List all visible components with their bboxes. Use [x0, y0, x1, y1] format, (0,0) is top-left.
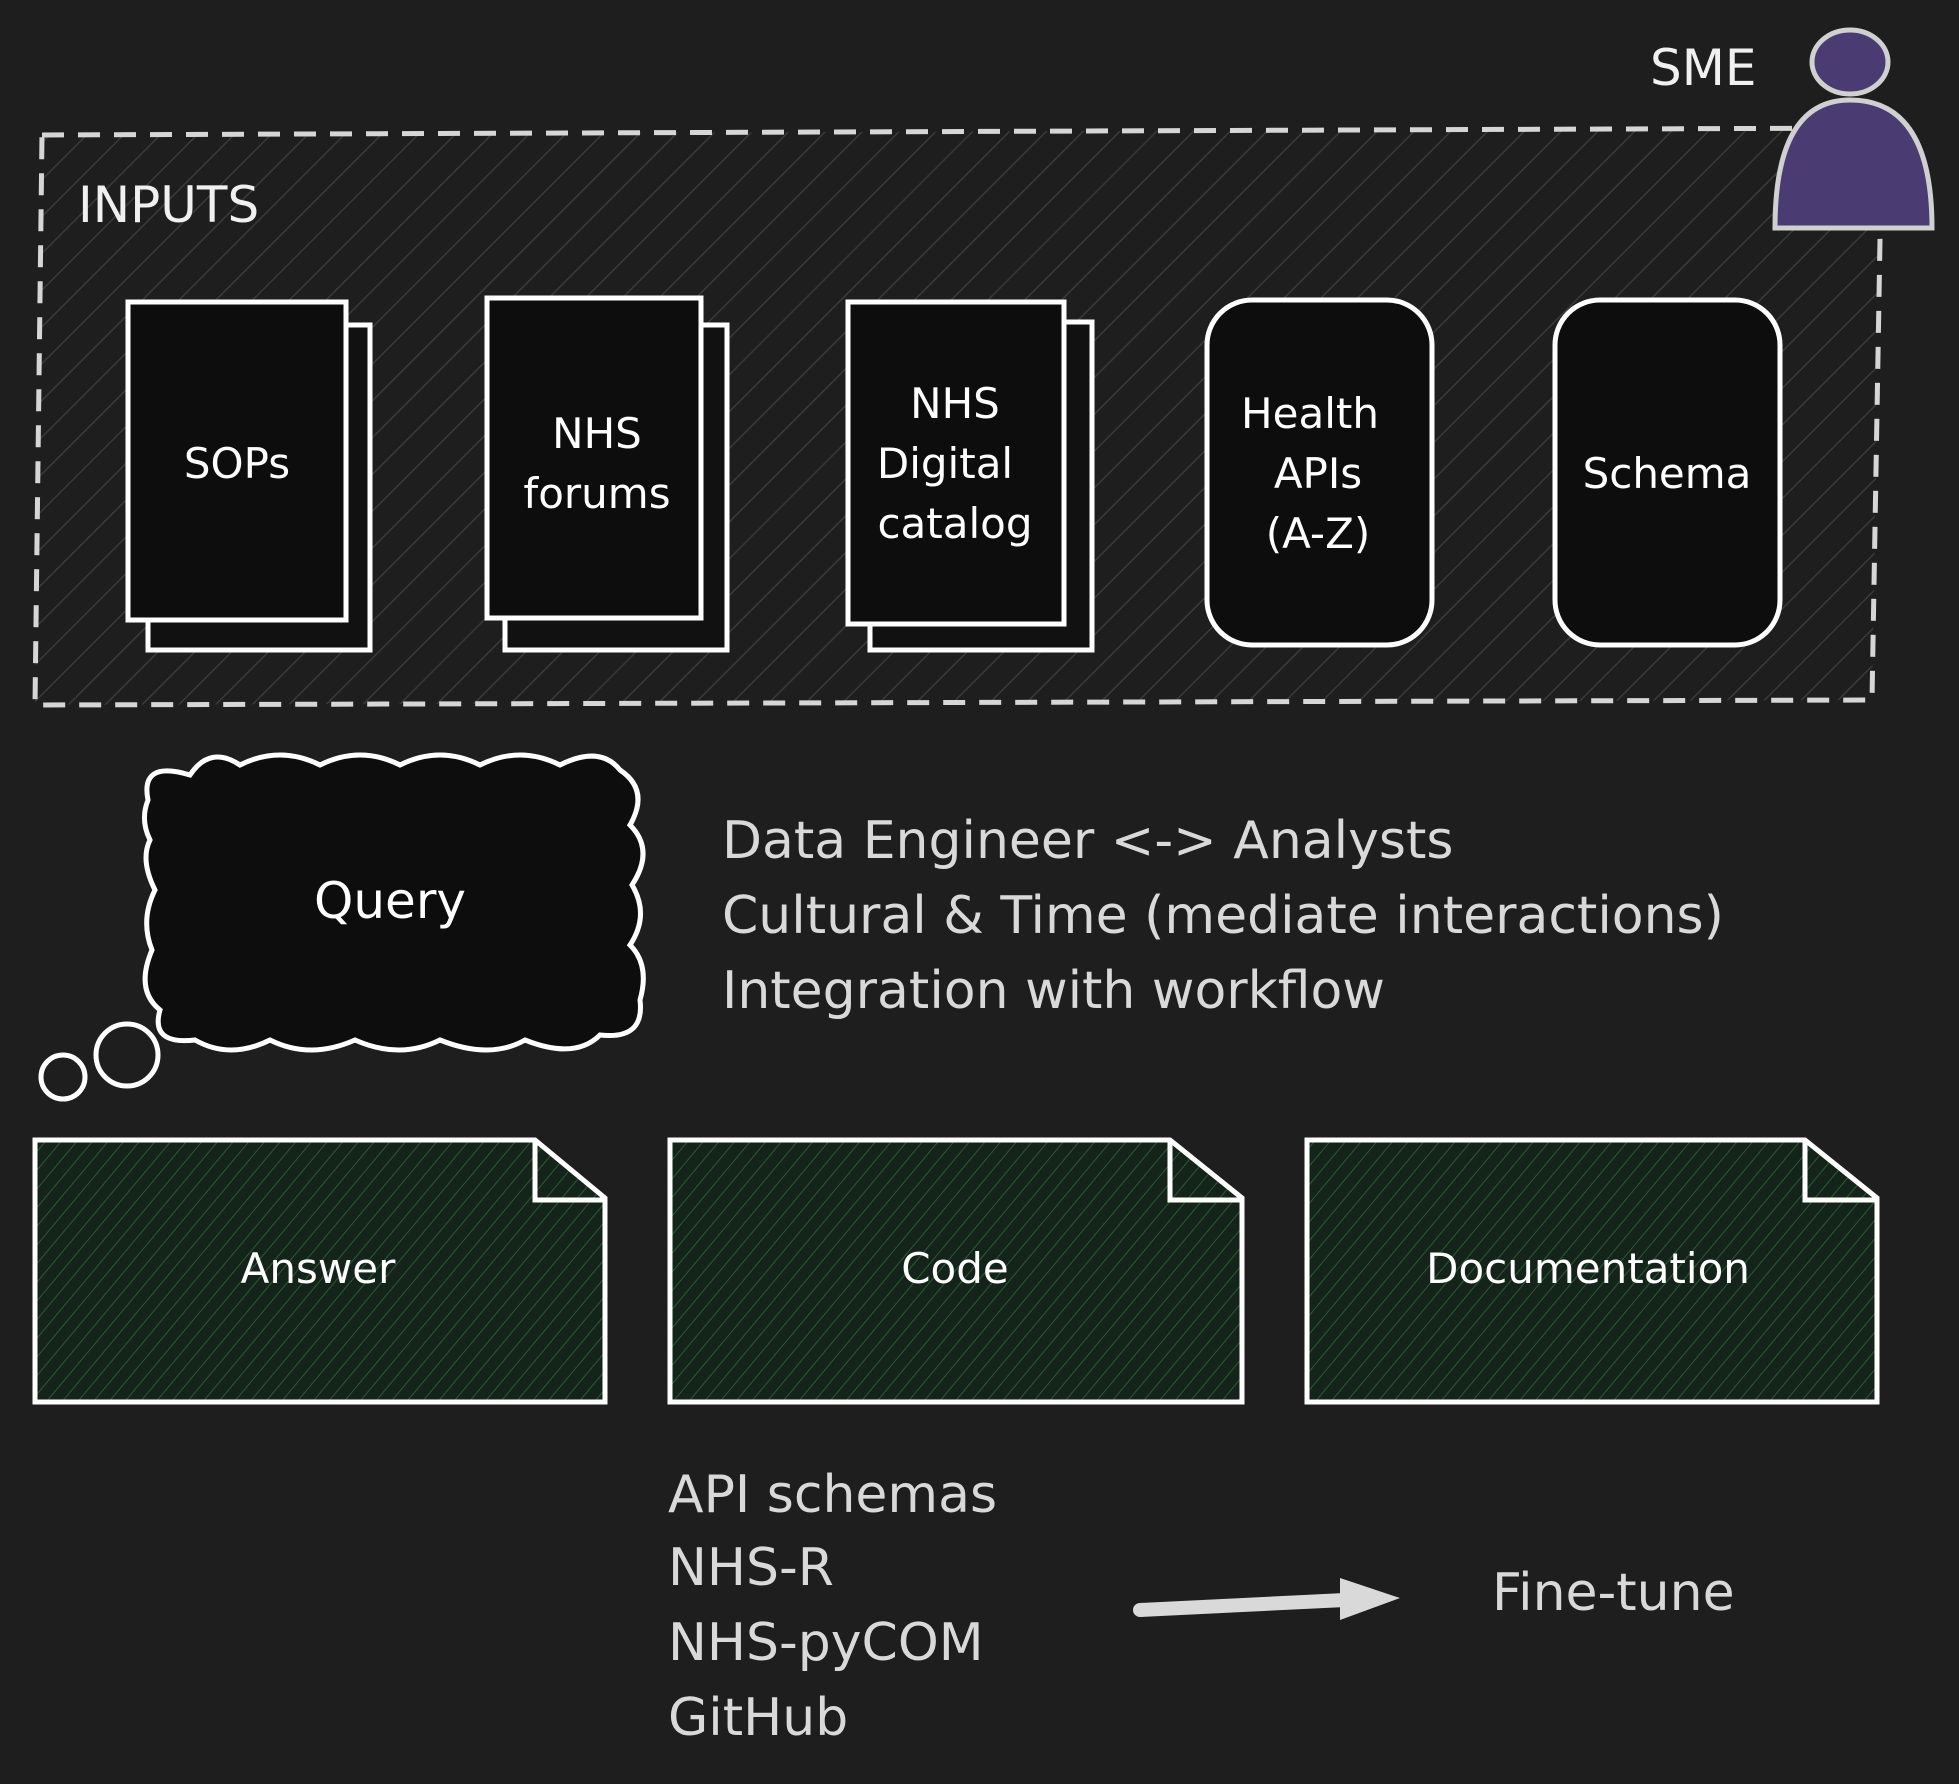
sme-label: SME — [1650, 39, 1756, 97]
sme-person-icon-body — [1772, 97, 1935, 231]
finetune-label: Fine-tune — [1492, 1563, 1735, 1623]
arrow-shaft — [1133, 1593, 1352, 1617]
input-card-sops[interactable]: SOPs — [125, 299, 373, 653]
query-thought-cloud[interactable]: Query — [38, 752, 646, 1102]
input-card-nhs-forums[interactable]: NHS forums — [484, 295, 730, 653]
source-item: API schemas — [668, 1465, 997, 1525]
input-card-nhs-digital-catalog[interactable]: NHS Digital catalog — [845, 299, 1095, 653]
card-label: Documentation — [1426, 1244, 1750, 1293]
card-label-line2: forums — [523, 469, 670, 518]
card-shape — [1552, 297, 1783, 648]
source-item: GitHub — [668, 1688, 848, 1748]
cloud-bubble-large — [93, 1021, 161, 1089]
card-front-sheet — [845, 299, 1067, 627]
card-label-line2: APIs — [1274, 449, 1362, 498]
card-shape — [1204, 297, 1435, 648]
card-label-line1: Health — [1241, 389, 1379, 438]
inputs-group: INPUTS SOPs NHS forums NHS Digital catal… — [32, 125, 1883, 708]
sme-person[interactable]: SME — [1650, 27, 1935, 231]
card-label-line3: catalog — [877, 499, 1032, 548]
card-label-line3: (A-Z) — [1266, 509, 1371, 558]
query-label: Query — [314, 872, 466, 930]
source-item: NHS-R — [668, 1538, 834, 1598]
notes-block: Data Engineer <-> Analysts Cultural & Ti… — [722, 811, 1724, 1021]
card-front-sheet — [125, 299, 349, 623]
dog-ear-fold — [1167, 1140, 1242, 1203]
card-shape — [667, 1137, 1245, 1405]
card-shape — [32, 1137, 608, 1405]
card-label: Code — [901, 1244, 1009, 1293]
input-card-health-apis[interactable]: Health APIs (A-Z) — [1204, 297, 1435, 648]
output-card-code[interactable]: Code — [667, 1137, 1245, 1405]
card-label: Answer — [241, 1244, 396, 1293]
card-label-line1: NHS — [910, 379, 1000, 428]
cloud-bubble-small — [38, 1052, 88, 1102]
card-label-line2: Digital — [877, 439, 1013, 488]
note-line: Cultural & Time (mediate interactions) — [722, 886, 1724, 946]
dog-ear-fold — [1802, 1140, 1877, 1203]
inputs-title: INPUTS — [78, 176, 259, 234]
note-line: Integration with workflow — [722, 961, 1385, 1021]
source-item: NHS-pyCOM — [668, 1613, 984, 1673]
note-line: Data Engineer <-> Analysts — [722, 811, 1453, 871]
card-label: SOPs — [184, 439, 290, 488]
sources-list: API schemas NHS-R NHS-pyCOM GitHub — [668, 1465, 997, 1748]
card-label: Schema — [1583, 449, 1752, 498]
card-shape — [1304, 1137, 1880, 1405]
arrow-right-icon — [1340, 1578, 1400, 1620]
arrow-to-finetune — [1133, 1578, 1400, 1620]
dog-ear-fold — [532, 1140, 605, 1203]
input-card-schema[interactable]: Schema — [1552, 297, 1783, 648]
sme-person-icon-head — [1809, 27, 1891, 97]
output-card-documentation[interactable]: Documentation — [1304, 1137, 1880, 1405]
card-label-line1: NHS — [552, 409, 642, 458]
cloud-shape — [142, 752, 646, 1053]
card-front-sheet — [484, 295, 704, 621]
output-card-answer[interactable]: Answer — [32, 1137, 608, 1405]
